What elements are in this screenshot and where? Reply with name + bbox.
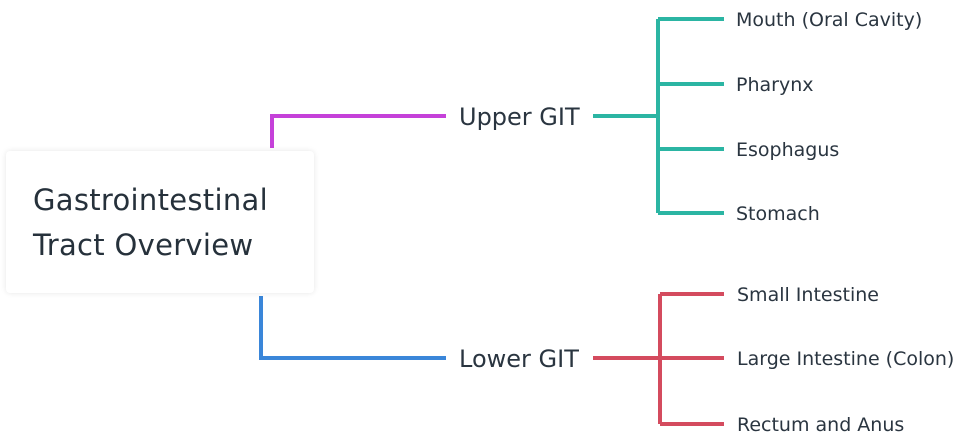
leaf-mouth[interactable]: Mouth (Oral Cavity) (736, 9, 923, 31)
leaf-pharynx[interactable]: Pharynx (736, 74, 814, 96)
branch-lower-git[interactable]: Lower GIT (459, 345, 579, 373)
upper-git-branch-line (270, 114, 446, 148)
leaf-small-intestine[interactable]: Small Intestine (737, 284, 879, 306)
lower-git-branch-line (259, 296, 446, 360)
leaf-rectum-anus[interactable]: Rectum and Anus (737, 414, 905, 436)
leaf-large-intestine[interactable]: Large Intestine (Colon) (737, 348, 955, 370)
root-title-line-2: Tract Overview (33, 228, 254, 262)
leaf-stomach[interactable]: Stomach (736, 203, 820, 225)
upper-git-leaf-connectors (593, 17, 724, 215)
leaf-esophagus[interactable]: Esophagus (736, 139, 840, 161)
lower-git-leaf-connectors (593, 292, 724, 426)
root-title: Gastrointestinal Tract Overview (33, 178, 303, 268)
root-title-line-1: Gastrointestinal (33, 183, 268, 217)
root-node[interactable]: Gastrointestinal Tract Overview (6, 151, 314, 293)
branch-upper-git[interactable]: Upper GIT (459, 103, 580, 131)
